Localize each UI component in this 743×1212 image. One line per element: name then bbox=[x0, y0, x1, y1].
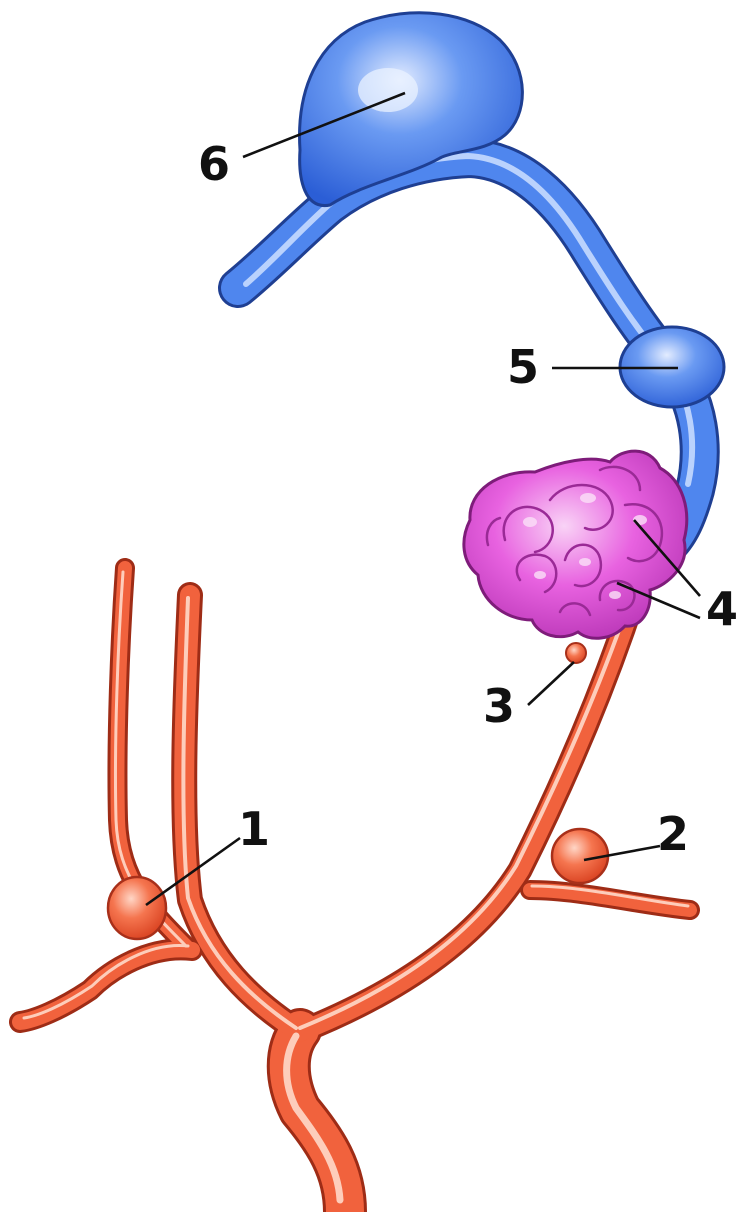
venous-ectasia-highlight bbox=[358, 68, 418, 112]
label-1: 1 bbox=[238, 802, 270, 856]
leader-3 bbox=[528, 662, 574, 705]
avm-nidus bbox=[464, 451, 687, 638]
nidus-body bbox=[464, 451, 687, 638]
label-2: 2 bbox=[657, 807, 689, 861]
label-4: 4 bbox=[706, 582, 738, 636]
label-5: 5 bbox=[507, 340, 539, 394]
label-3: 3 bbox=[483, 679, 515, 733]
label-6: 6 bbox=[198, 137, 230, 191]
aneurysm-1 bbox=[108, 877, 166, 939]
aneurysm-3 bbox=[566, 643, 586, 663]
arterial-tree bbox=[20, 568, 690, 1212]
